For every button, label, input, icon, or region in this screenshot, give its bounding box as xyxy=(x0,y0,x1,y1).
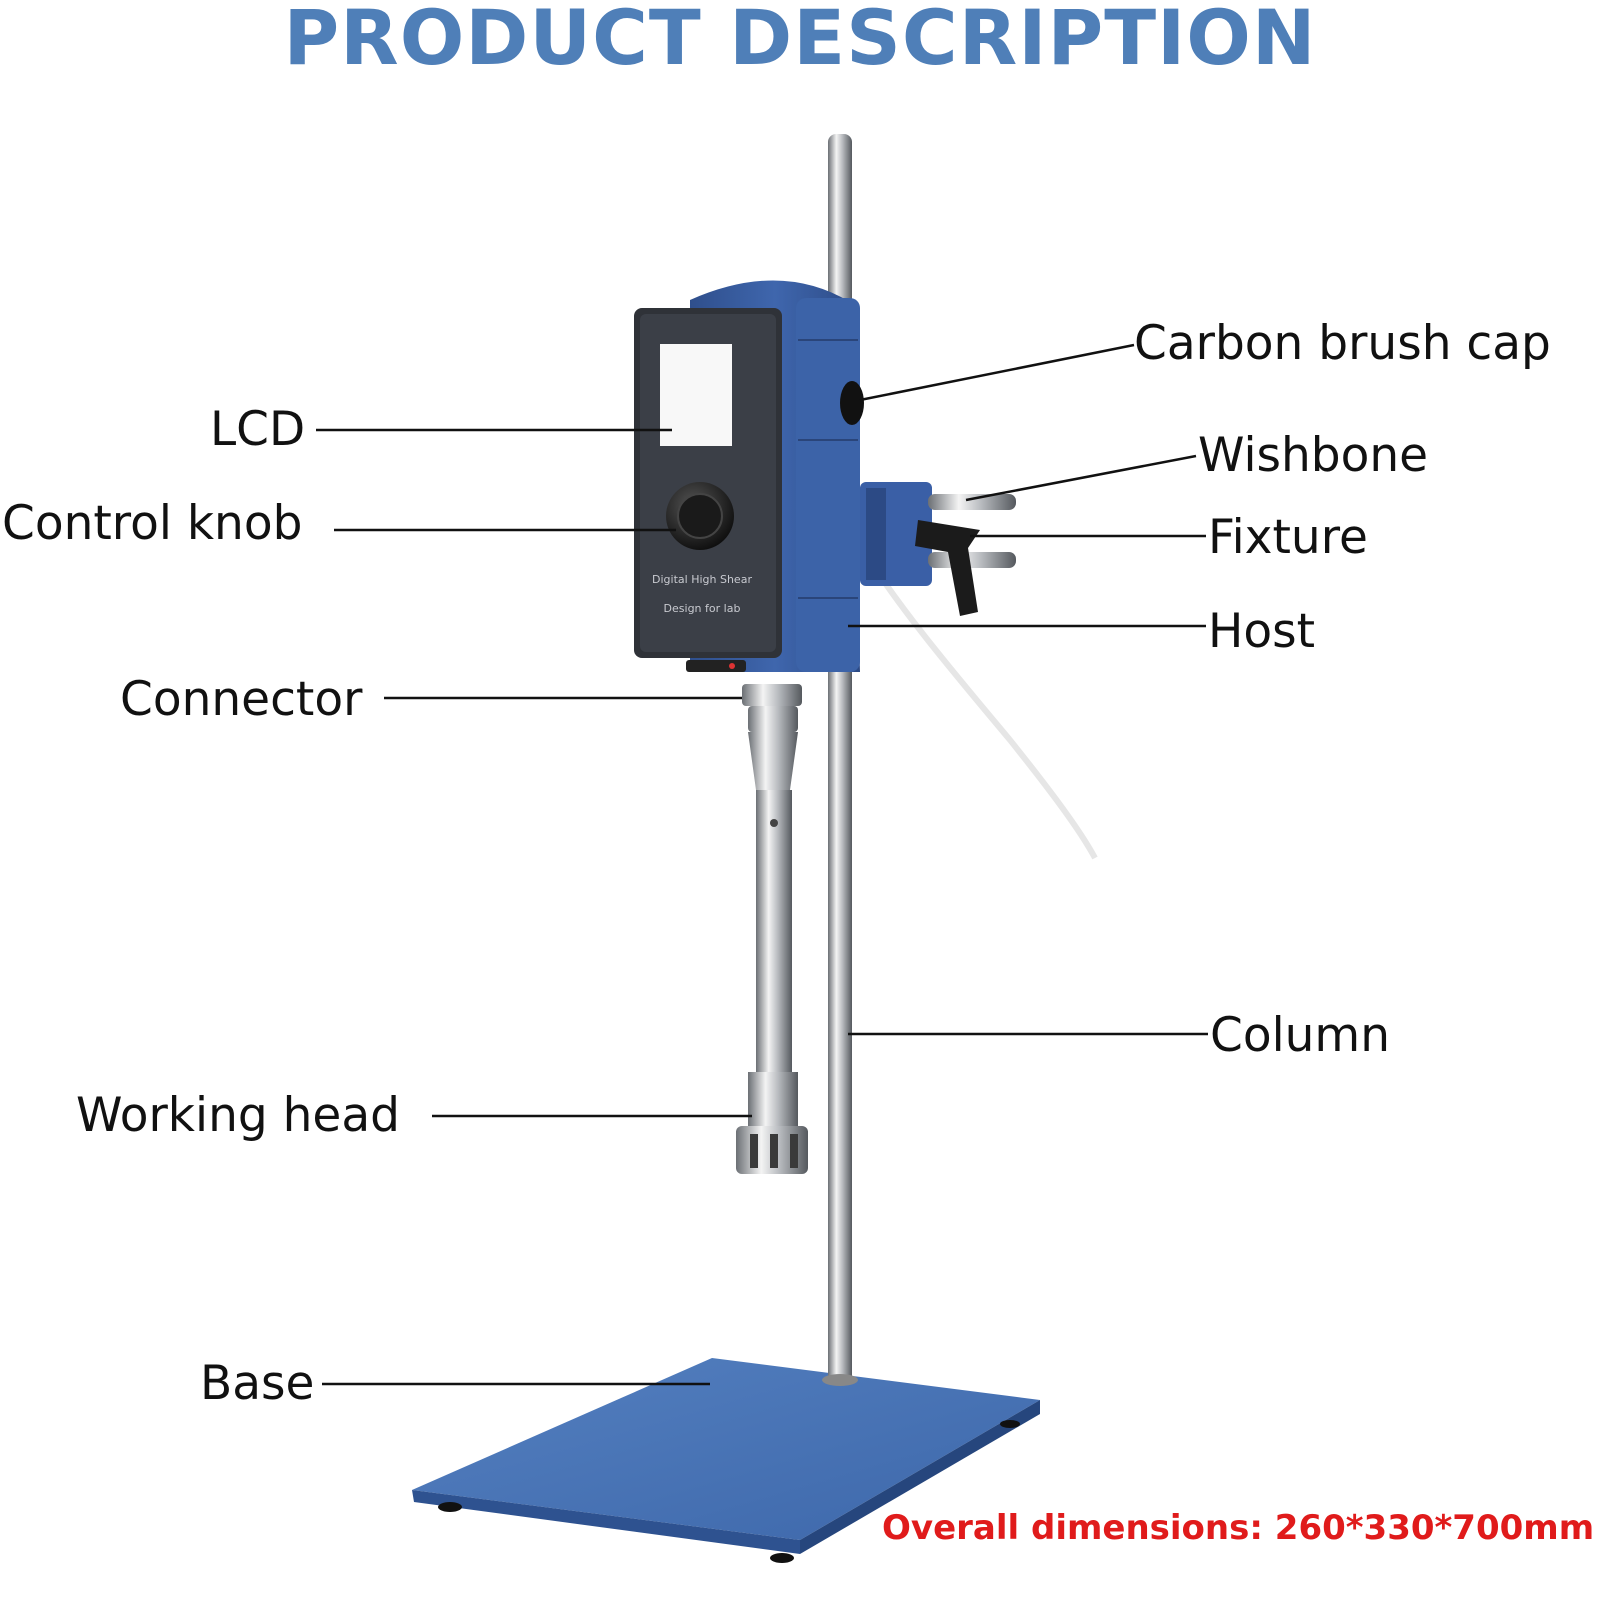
label-connector: Connector xyxy=(120,672,363,727)
overall-dimensions: Overall dimensions: 260*330*700mm xyxy=(882,1508,1595,1548)
label-fixture: Fixture xyxy=(1208,510,1368,565)
device-text-line1: Digital High Shear xyxy=(652,573,752,586)
label-working-head: Working head xyxy=(76,1088,400,1143)
label-wishbone: Wishbone xyxy=(1198,428,1429,483)
page-title: PRODUCT DESCRIPTION xyxy=(283,0,1317,82)
label-host: Host xyxy=(1208,604,1316,659)
host-housing: Digital High Shear Design for lab xyxy=(634,280,864,672)
label-base: Base xyxy=(200,1356,315,1411)
label-control-knob: Control knob xyxy=(2,496,303,551)
label-lcd: LCD xyxy=(210,402,306,457)
label-column: Column xyxy=(1210,1008,1390,1063)
fixture-clamp xyxy=(860,482,1016,616)
leader-lines xyxy=(316,343,1208,1386)
label-carbon-brush-cap: Carbon brush cap xyxy=(1134,316,1551,371)
base-plate xyxy=(412,1358,1040,1563)
connector-and-head xyxy=(736,684,808,1174)
device-text-line2: Design for lab xyxy=(664,602,741,615)
